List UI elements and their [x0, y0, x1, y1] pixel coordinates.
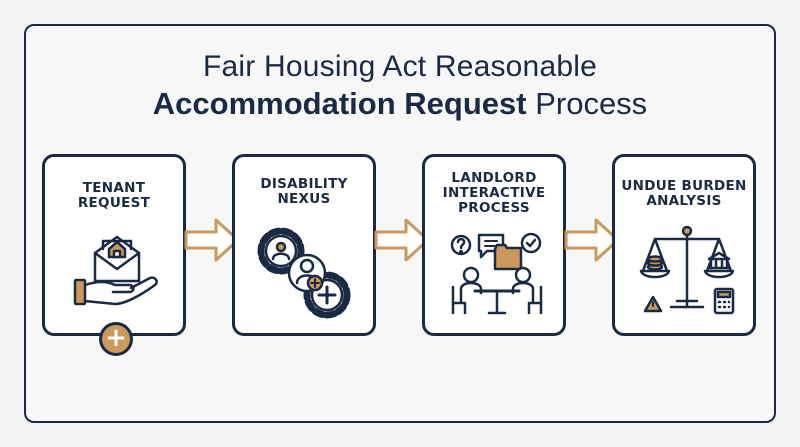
title-line-2: Accommodation Request Process — [0, 86, 800, 122]
arrow-right-icon — [184, 218, 240, 262]
meeting-table-icon — [450, 232, 543, 315]
step-tenant-request: TENANT REQUEST — [42, 154, 186, 336]
step-label: UNDUE BURDEN ANALYSIS — [621, 178, 747, 209]
title-line-1: Fair Housing Act Reasonable — [203, 50, 597, 83]
step-undue-burden-analysis: UNDUE BURDEN ANALYSIS — [612, 154, 756, 336]
step-label: DISABILITY NEXUS — [260, 176, 348, 207]
step-landlord-interactive-process: LANDLORD INTERACTIVE PROCESS — [422, 154, 566, 336]
arrow-right-icon — [564, 218, 620, 262]
title-regular-part: Process — [535, 86, 648, 121]
balance-scale-icon — [639, 225, 735, 315]
step-label: LANDLORD INTERACTIVE PROCESS — [442, 170, 546, 216]
step-disability-nexus: DISABILITY NEXUS — [232, 154, 376, 336]
gears-people-icon — [257, 227, 351, 319]
plus-badge-icon: + — [99, 322, 133, 356]
arrow-right-icon — [374, 218, 430, 262]
title-bold-part: Accommodation Request — [152, 86, 527, 121]
step-label: TENANT REQUEST — [77, 180, 151, 211]
hand-envelope-house-icon — [73, 235, 158, 306]
